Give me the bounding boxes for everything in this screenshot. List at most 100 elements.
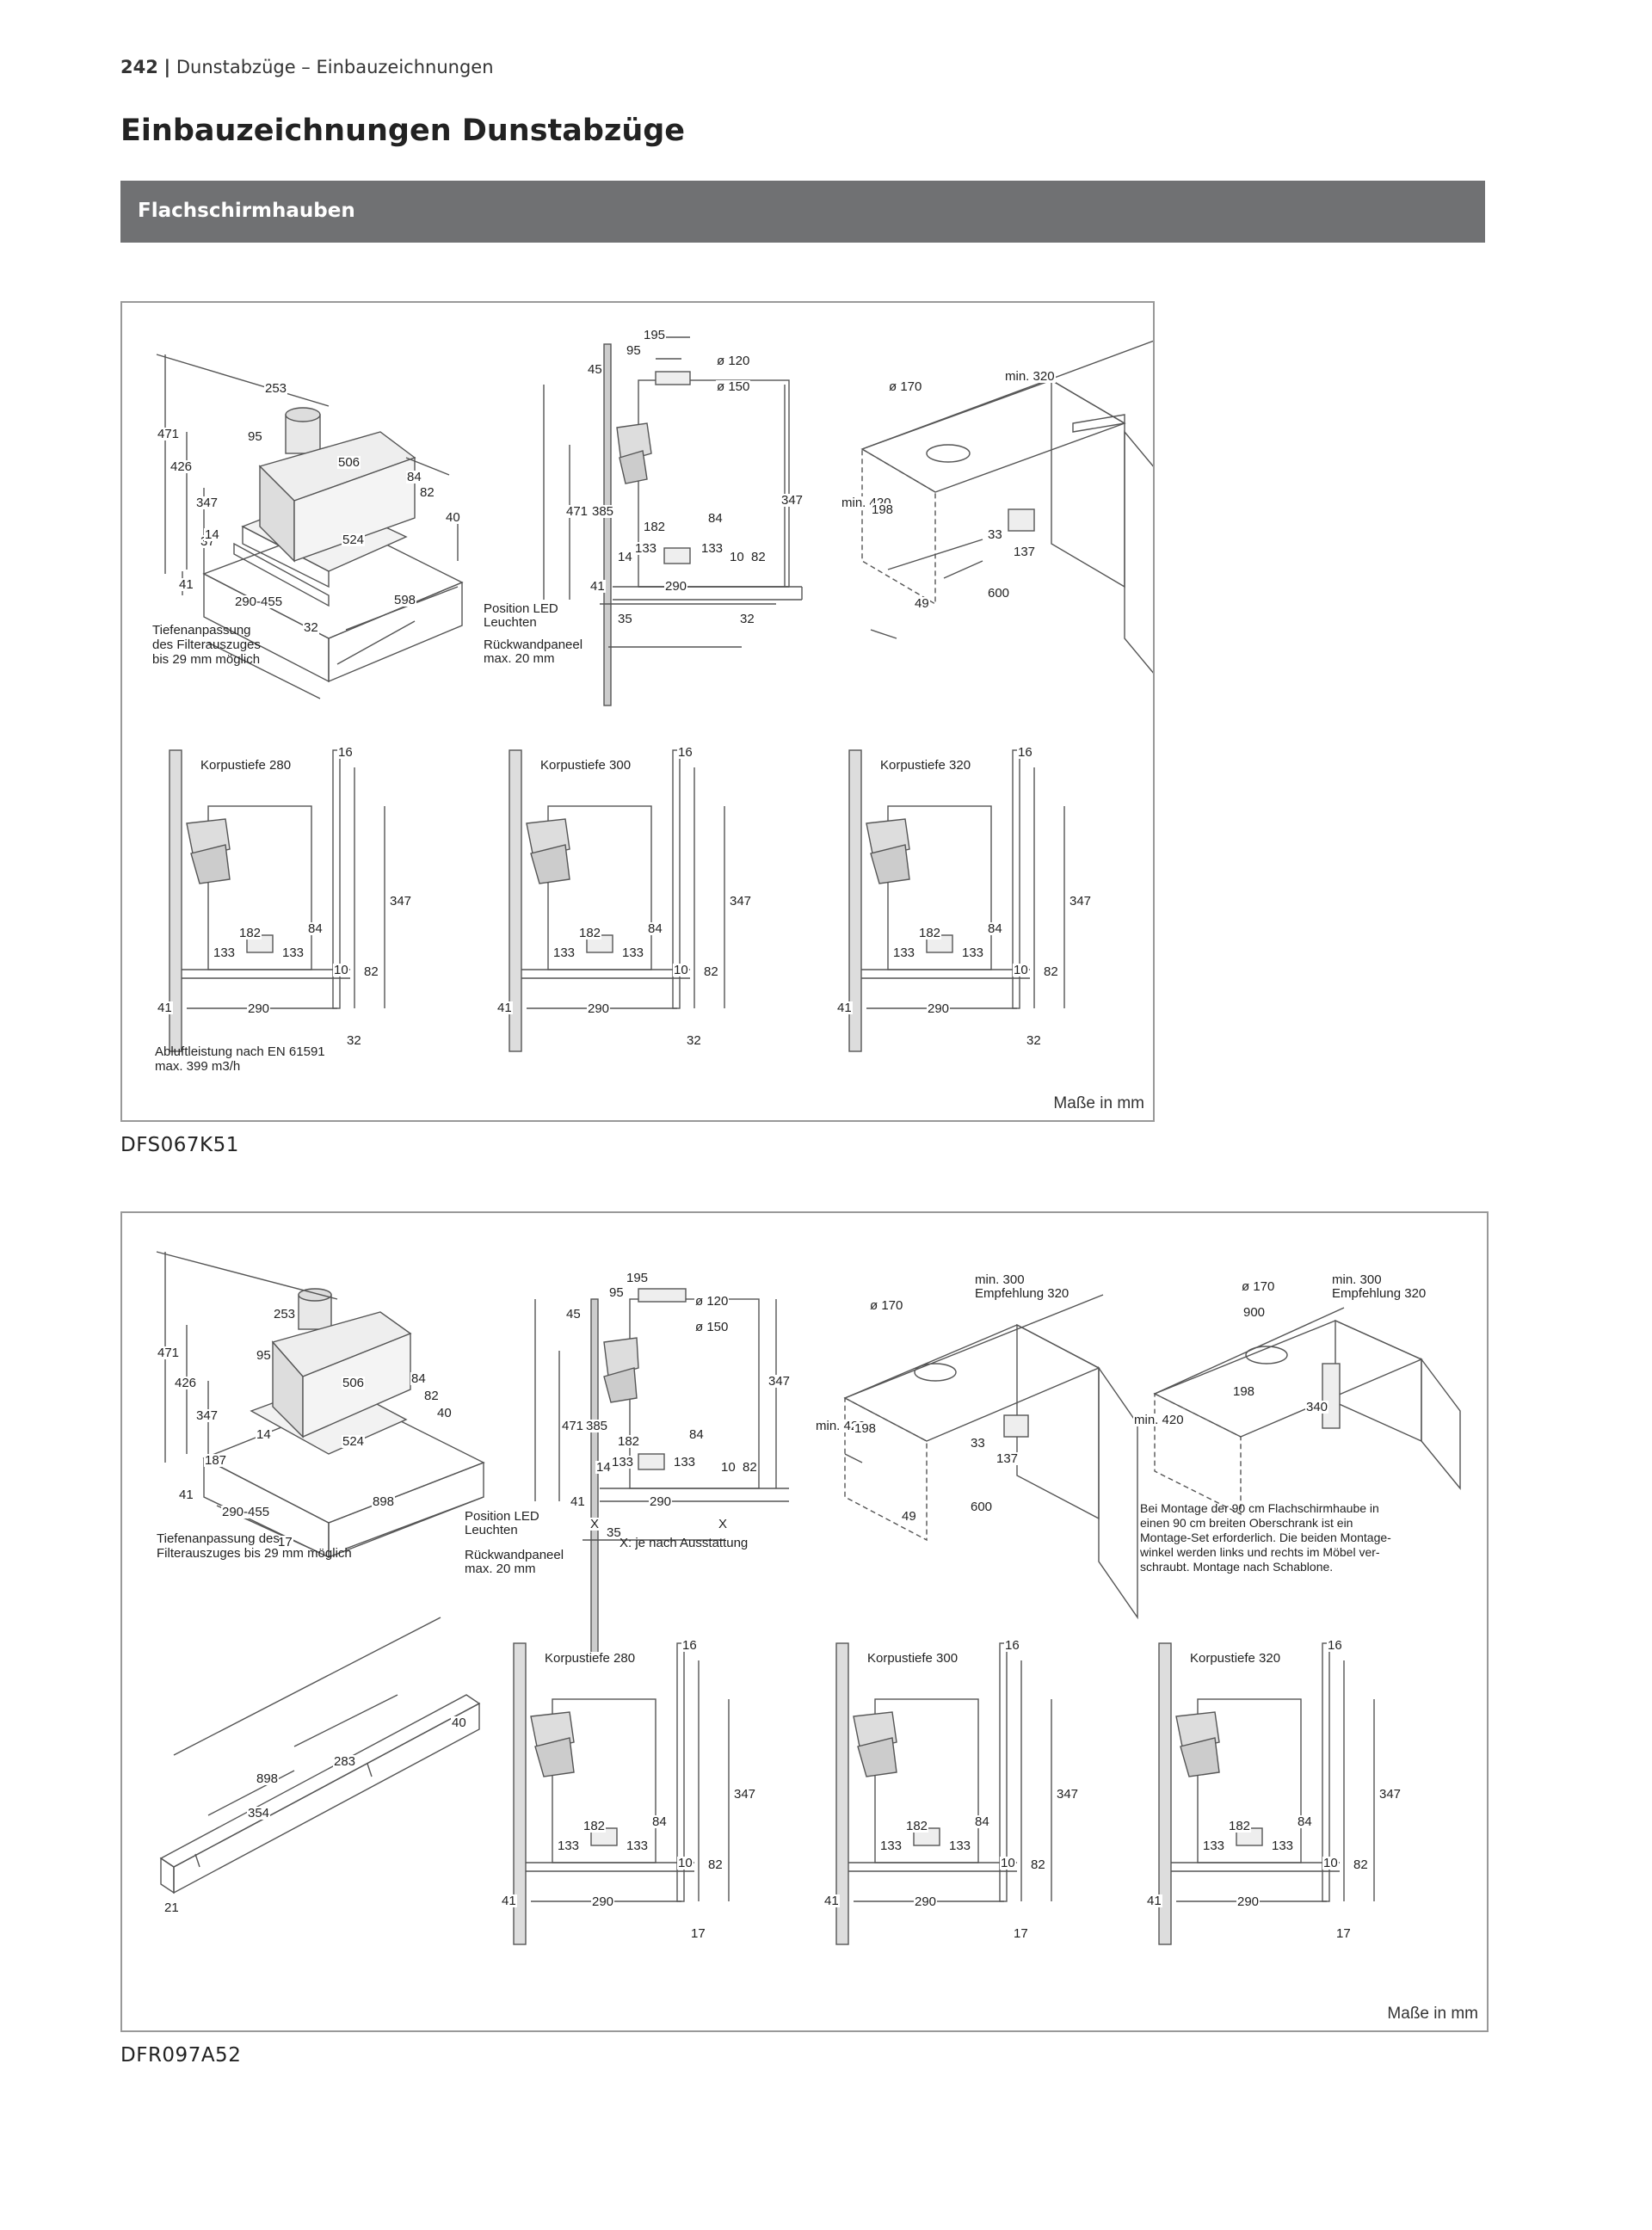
dimension-label: 347 (733, 1787, 757, 1802)
korpustiefe-label: Korpustiefe 300 (866, 1651, 959, 1666)
dimension-label: 195 (626, 1271, 650, 1285)
dimension-label: 10 (729, 550, 745, 564)
section-drawing (1158, 1642, 1375, 1945)
dimension-label: 198 (854, 1421, 878, 1436)
dimension-label: 41 (570, 1494, 586, 1509)
dimension-label: 198 (1232, 1384, 1256, 1399)
dimension-label: 10 (1013, 963, 1029, 977)
note-position-led-2: Position LED Leuchten (465, 1509, 539, 1537)
dimension-label: 10 (1322, 1856, 1339, 1870)
dimension-label: 600 (970, 1500, 994, 1514)
iso-hood-drawing-2 (156, 1251, 485, 1559)
dimension-label: 84 (1297, 1814, 1313, 1829)
dimension-label: 347 (1378, 1787, 1402, 1802)
dimension-label: 471 (157, 1346, 181, 1360)
dimension-label: 10 (1000, 1856, 1016, 1870)
dimension-label: 290 (1236, 1894, 1261, 1909)
dimension-label: 182 (643, 520, 667, 534)
dimension-label: 253 (264, 381, 288, 396)
dimension-label: min. 300 (1331, 1272, 1383, 1287)
dimension-label: 133 (673, 1455, 697, 1469)
dimension-label: 49 (901, 1509, 917, 1524)
section-drawing (169, 749, 385, 1052)
dimension-label: ø 170 (888, 379, 923, 394)
dimension-label: 10 (720, 1460, 737, 1475)
dimension-label: 137 (996, 1451, 1020, 1466)
dimension-label: 33 (970, 1436, 986, 1451)
dimension-label: min. 420 (815, 1419, 866, 1433)
dimension-label: 84 (987, 921, 1003, 936)
note-rueckwand: Rückwandpaneel max. 20 mm (484, 638, 583, 666)
dimension-label: 133 (557, 1839, 581, 1853)
dimension-label: 41 (589, 579, 606, 594)
dimension-label: 133 (626, 1839, 650, 1853)
dimension-label: 471 (157, 427, 181, 441)
category-band: Flachschirmhauben (120, 181, 1485, 243)
note-tiefenanpassung-2: Tiefenanpassung des Filterauszuges bis 2… (157, 1531, 352, 1561)
dimension-label: 506 (342, 1376, 366, 1390)
running-header: 242 | Dunstabzüge – Einbauzeichnungen (120, 57, 494, 77)
dimension-label: 471 (565, 504, 589, 519)
note-x: X: je nach Ausstattung (620, 1536, 749, 1550)
dimension-label: 41 (178, 577, 194, 592)
note-rueckwand-2: Rückwandpaneel max. 20 mm (465, 1548, 564, 1576)
dimension-label: 95 (256, 1348, 272, 1363)
dimension-label: 14 (617, 550, 633, 564)
dimension-label: 187 (204, 1453, 228, 1468)
dimension-label: X (589, 1517, 601, 1531)
dimension-label: 40 (445, 510, 461, 525)
dimension-label: 82 (703, 964, 719, 979)
dimension-label: ø 150 (694, 1320, 730, 1334)
dimension-label: 385 (591, 504, 615, 519)
dimension-label: 95 (247, 429, 263, 444)
korpustiefe-label: Korpustiefe 320 (1189, 1651, 1282, 1666)
dimension-label: 10 (333, 963, 349, 977)
dimension-label: 16 (337, 745, 354, 760)
rail-drawing (159, 1617, 481, 1894)
dimension-label: 133 (611, 1455, 635, 1469)
dimension-label: 41 (178, 1488, 194, 1502)
dimension-label: 95 (608, 1285, 625, 1300)
header-section: Dunstabzüge – Einbauzeichnungen (176, 57, 494, 77)
dimension-label: 182 (578, 926, 602, 940)
dimension-label: 133 (892, 946, 916, 960)
dimension-label: 347 (195, 1408, 219, 1423)
dimension-label: 290 (587, 1001, 611, 1016)
dimension-label: Empfehlung 320 (974, 1286, 1070, 1301)
dimension-label: 182 (238, 926, 262, 940)
dimension-label: 82 (707, 1857, 724, 1872)
dimension-label: 290-455 (234, 594, 284, 609)
korpustiefe-label: Korpustiefe 320 (879, 758, 972, 773)
dimension-label: 84 (688, 1427, 705, 1442)
dimension-label: 82 (363, 964, 379, 979)
dimension-label: min. 300 (974, 1272, 1026, 1287)
dimension-label: 10 (677, 1856, 693, 1870)
dimension-label: 84 (974, 1814, 990, 1829)
dimension-label: 16 (1327, 1638, 1343, 1653)
category-band-label: Flachschirmhauben (138, 200, 355, 222)
dimension-label: 84 (410, 1371, 427, 1386)
dimension-label: 290 (664, 579, 688, 594)
dimension-label: 82 (742, 1460, 758, 1475)
model-label-2: DFR097A52 (120, 2044, 242, 2067)
dimension-label: 82 (1043, 964, 1059, 979)
dimension-label: 133 (961, 946, 985, 960)
dimension-label: 133 (879, 1839, 903, 1853)
dimension-label: 133 (1202, 1839, 1226, 1853)
dimension-label: 900 (1242, 1305, 1267, 1320)
dimension-label: 182 (905, 1819, 929, 1833)
dimension-label: X (718, 1517, 729, 1531)
dimension-label: ø 150 (716, 379, 751, 394)
dimension-label: 354 (247, 1806, 271, 1820)
section-drawing (835, 1642, 1052, 1945)
dimension-label: 133 (1271, 1839, 1295, 1853)
dimension-label: 133 (634, 541, 658, 556)
dimension-label: 600 (987, 586, 1011, 601)
korpustiefe-label: Korpustiefe 280 (200, 758, 293, 773)
dimension-label: 32 (303, 620, 319, 635)
dimension-label: 17 (1335, 1926, 1352, 1941)
dimension-label: 17 (690, 1926, 706, 1941)
dimension-label: 347 (729, 894, 753, 909)
dimension-label: 41 (496, 1001, 513, 1015)
